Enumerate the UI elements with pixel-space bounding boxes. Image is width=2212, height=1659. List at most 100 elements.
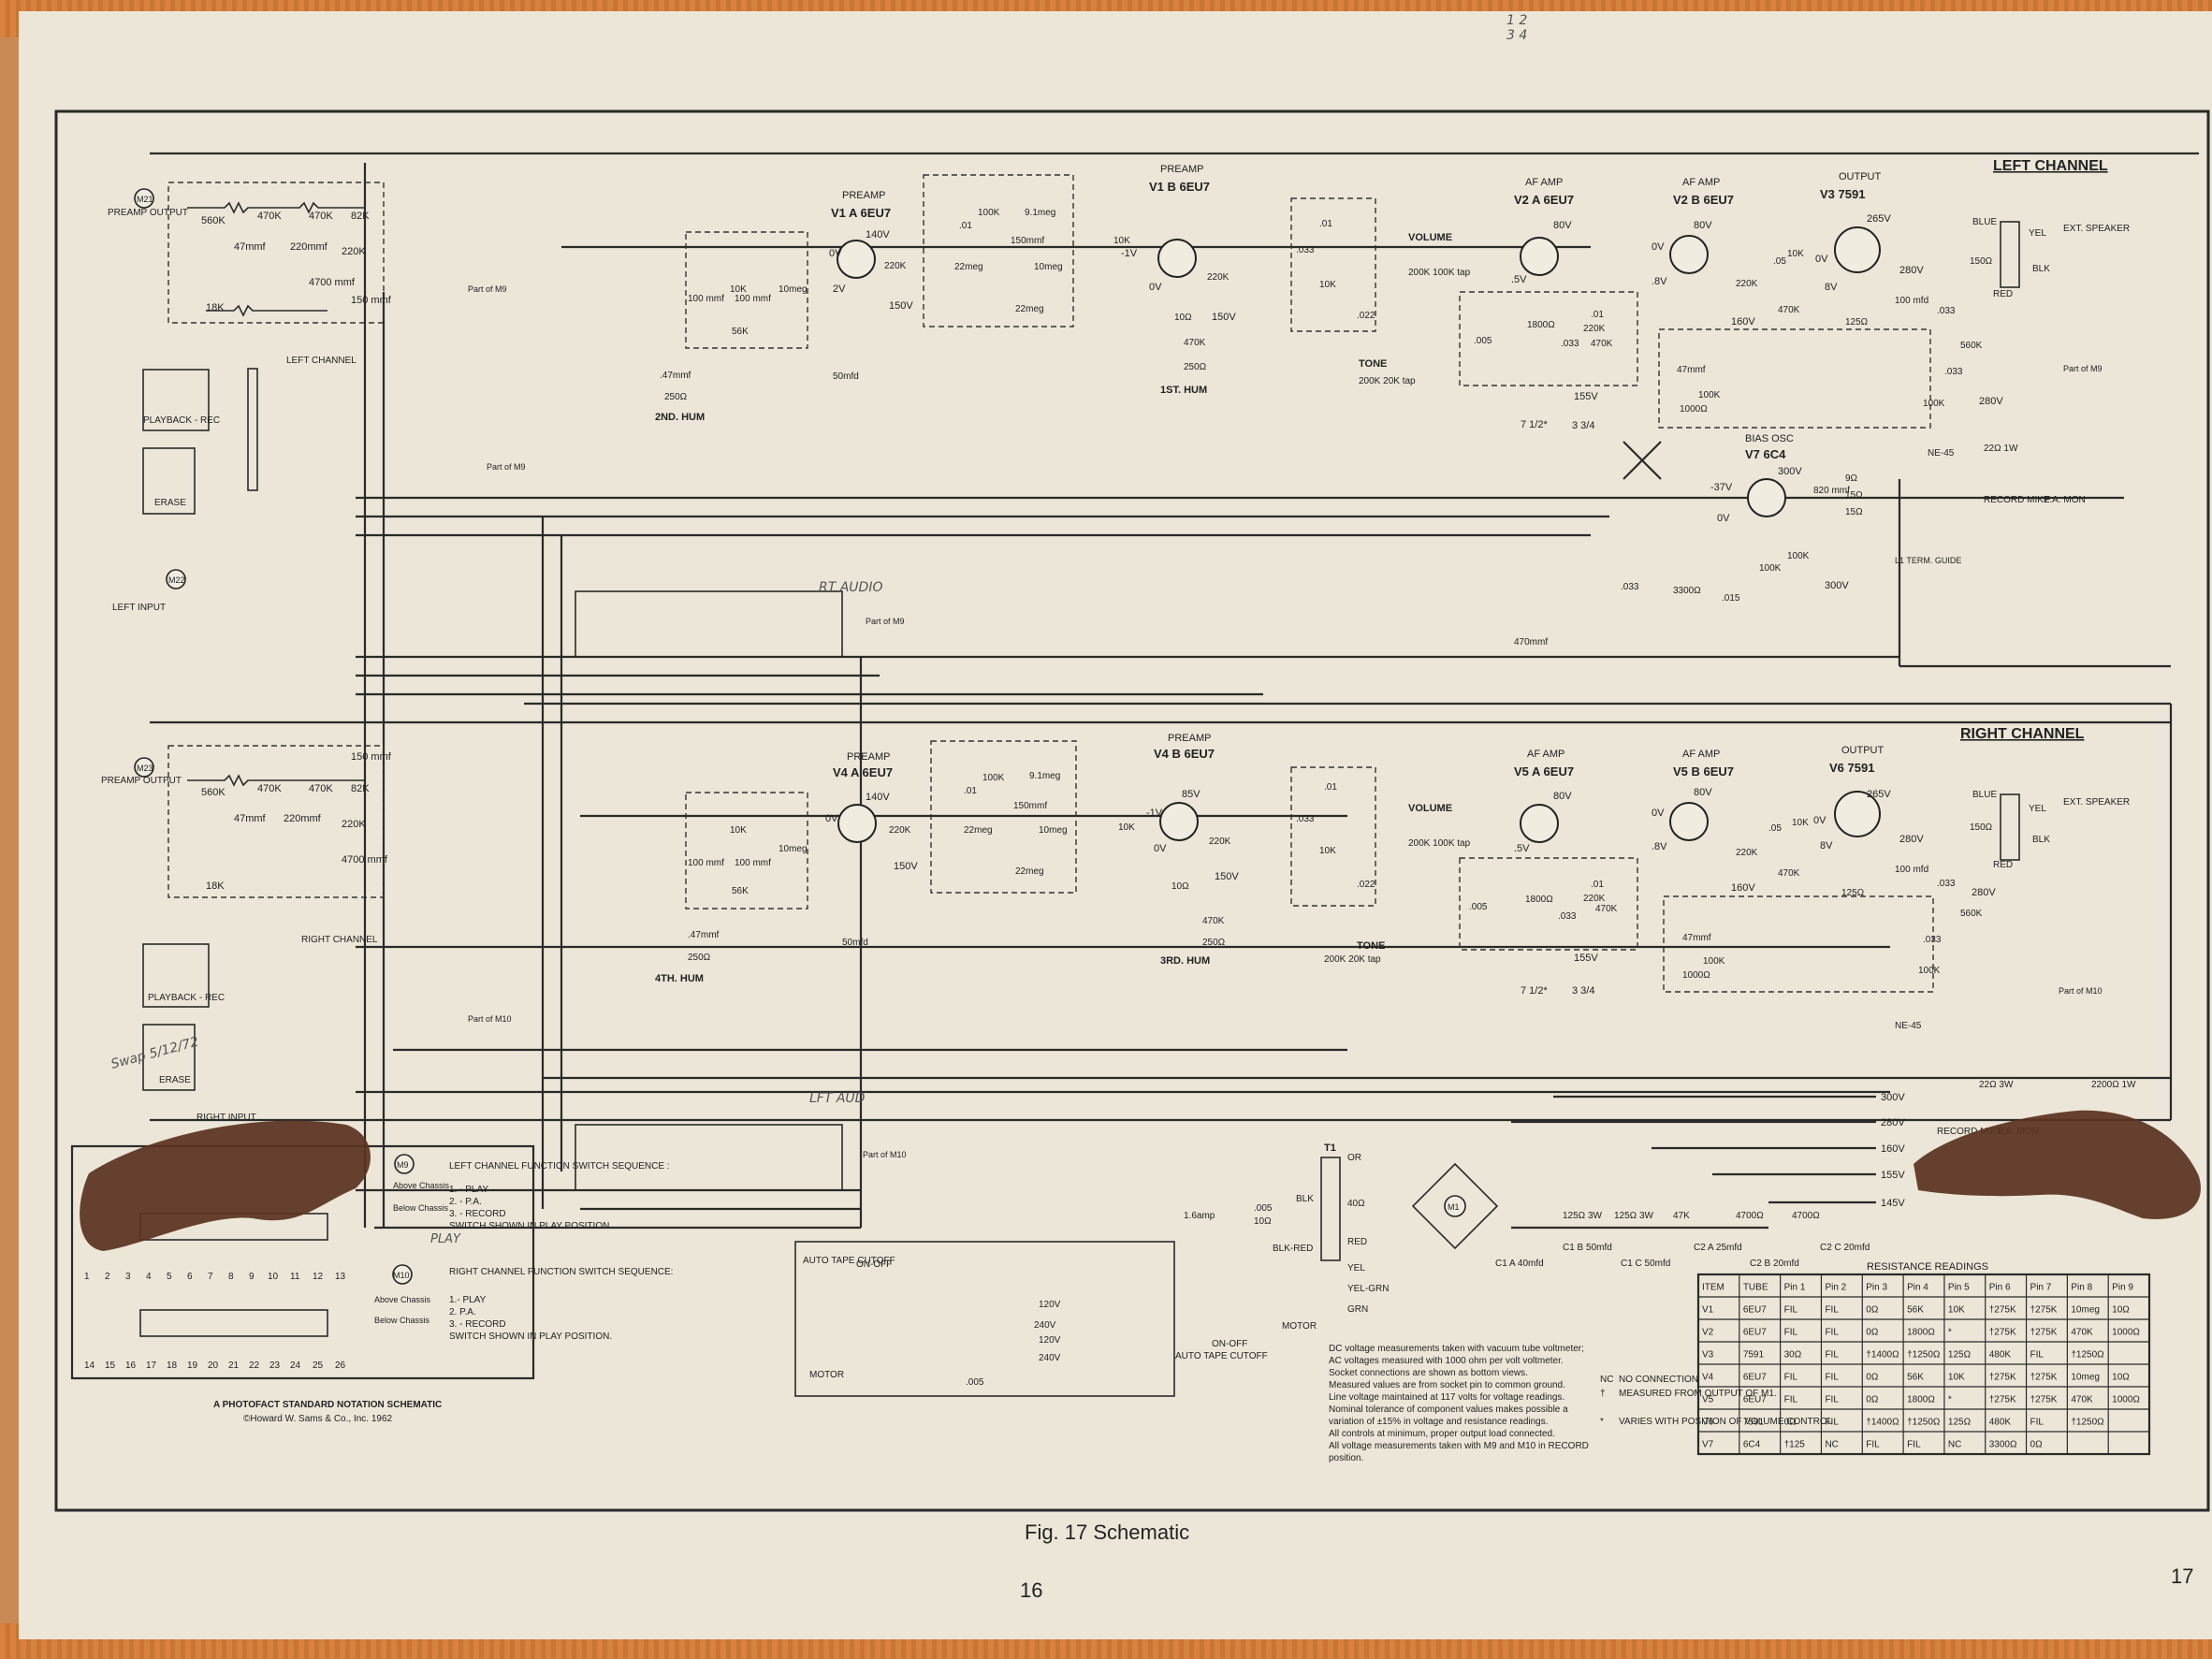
svg-text:150 mmf: 150 mmf: [351, 751, 392, 763]
table-cell: 0Ω: [1866, 1394, 1879, 1404]
svg-text:120V: 120V: [1039, 1300, 1061, 1310]
svg-text:Above Chassis: Above Chassis: [374, 1295, 431, 1304]
svg-text:24: 24: [290, 1361, 301, 1371]
svg-text:26: 26: [335, 1361, 346, 1371]
table-header-cell: Pin 2: [1825, 1282, 1846, 1292]
table-cell: FIL: [1825, 1304, 1839, 1315]
svg-text:0V: 0V: [1815, 254, 1828, 265]
table-cell: 10Ω: [2112, 1304, 2130, 1315]
table-cell: 10meg: [2071, 1372, 2100, 1382]
svg-text:7 1/2*: 7 1/2*: [1521, 985, 1548, 997]
page-number-right: 17: [2171, 1564, 2193, 1588]
switch-pin-numbers: 1 2 3 4 5 6 7 8 9 10 11 12 13 14 15 16 1…: [84, 1272, 346, 1371]
table-cell: V7: [1702, 1439, 1714, 1449]
right-channel-title: RIGHT CHANNEL: [1960, 726, 2085, 742]
svg-text:AF AMP: AF AMP: [1525, 177, 1563, 188]
svg-text:3RD. HUM: 3RD. HUM: [1160, 955, 1210, 967]
transformer-t1: T1: [1324, 1142, 1336, 1154]
svg-text:Socket connections are shown a: Socket connections are shown as bottom v…: [1329, 1368, 1528, 1378]
svg-text:AUTO TAPE CUTOFF: AUTO TAPE CUTOFF: [1175, 1351, 1268, 1361]
svg-text:1800Ω: 1800Ω: [1525, 895, 1553, 905]
table-cell: †275K: [2030, 1394, 2058, 1404]
table-cell: 7591: [1743, 1417, 1765, 1427]
svg-text:.005: .005: [1474, 336, 1492, 346]
rail-280v: 280V: [1881, 1117, 1905, 1128]
svg-text:150Ω: 150Ω: [1970, 822, 1993, 833]
svg-text:220K: 220K: [1207, 272, 1230, 283]
svg-text:100K: 100K: [1923, 399, 1945, 409]
left-input-label: LEFT INPUT: [112, 603, 166, 613]
table-header-cell: ITEM: [1702, 1282, 1724, 1292]
svg-text:1.- PLAY: 1.- PLAY: [449, 1295, 487, 1305]
svg-text:155V: 155V: [1574, 953, 1598, 964]
svg-text:155V: 155V: [1574, 391, 1598, 402]
left-channel: 560K 470K 470K 82K 47mmf 220mmf 220K 470…: [108, 164, 2130, 658]
svg-text:BIAS OSC: BIAS OSC: [1745, 433, 1794, 444]
svg-text:20: 20: [208, 1361, 219, 1371]
svg-text:100K: 100K: [1759, 563, 1782, 574]
table-cell: 0Ω: [1866, 1372, 1879, 1382]
svg-text:220K: 220K: [889, 825, 911, 836]
margin-note-2: 3 4: [1506, 28, 1527, 43]
table-cell: †275K: [2030, 1372, 2058, 1382]
svg-text:C1 B 50mfd: C1 B 50mfd: [1563, 1243, 1612, 1253]
coffee-stain-right: [1914, 1110, 2201, 1219]
svg-text:ERASE: ERASE: [154, 498, 186, 508]
svg-text:3. - RECORD: 3. - RECORD: [449, 1319, 506, 1330]
svg-text:0V: 0V: [825, 813, 838, 824]
svg-text:22meg: 22meg: [1015, 304, 1044, 314]
table-cell: 125Ω: [1948, 1349, 1972, 1360]
svg-text:.05: .05: [1773, 256, 1786, 267]
svg-text:-1V: -1V: [1121, 248, 1138, 259]
tube-v5a: V5 A 6EU7: [1514, 764, 1574, 779]
table-cell: 1800Ω: [1907, 1327, 1935, 1337]
note-play: PLAY: [430, 1232, 461, 1246]
svg-text:150V: 150V: [894, 861, 918, 872]
svg-text:©Howard W. Sams & Co., Inc. 19: ©Howard W. Sams & Co., Inc. 1962: [243, 1414, 393, 1424]
svg-text:12: 12: [313, 1272, 324, 1282]
svg-text:M1: M1: [1448, 1202, 1460, 1212]
svg-text:150mmf: 150mmf: [1011, 236, 1044, 246]
svg-text:560K: 560K: [201, 215, 226, 226]
svg-text:PREAMP: PREAMP: [842, 190, 885, 201]
right-channel: 560K 470K 470K 82K 47mmf 220mmf 220K 470…: [101, 733, 2136, 1191]
svg-text:560K: 560K: [201, 787, 226, 798]
table-cell: 10Ω: [2112, 1372, 2130, 1382]
svg-text:Above Chassis: Above Chassis: [393, 1181, 450, 1190]
svg-text:100 mfd: 100 mfd: [1895, 865, 1928, 875]
svg-text:Part of M9: Part of M9: [866, 617, 905, 626]
svg-text:265V: 265V: [1867, 789, 1891, 800]
svg-text:10K: 10K: [1118, 822, 1135, 833]
table-cell: FIL: [1825, 1349, 1839, 1360]
svg-text:C1 C 50mfd: C1 C 50mfd: [1621, 1259, 1670, 1269]
svg-text:22: 22: [249, 1361, 260, 1371]
table-cell: FIL: [1784, 1304, 1798, 1315]
notation-legend: NC NO CONNECTION † MEASURED FROM OUTPUT …: [1600, 1375, 1833, 1427]
svg-text:VOLUME: VOLUME: [1408, 803, 1452, 814]
svg-text:9.1meg: 9.1meg: [1029, 771, 1060, 781]
svg-text:470K: 470K: [309, 783, 333, 794]
right-ext-speaker-label: EXT. SPEAKER: [2063, 797, 2130, 808]
svg-text:10K: 10K: [1787, 249, 1804, 259]
svg-text:.005: .005: [1469, 902, 1488, 912]
table-cell: †125: [1784, 1439, 1806, 1449]
svg-text:.01: .01: [1591, 880, 1604, 890]
svg-text:.015: .015: [1722, 593, 1740, 604]
svg-text:25: 25: [313, 1361, 324, 1371]
svg-text:820 mmf: 820 mmf: [1813, 486, 1850, 496]
table-cell: 1800Ω: [1907, 1394, 1935, 1404]
svg-text:*: *: [1600, 1417, 1604, 1427]
svg-text:RIGHT CHANNEL FUNCTION SWITCH: RIGHT CHANNEL FUNCTION SWITCH SEQUENCE:: [449, 1267, 673, 1277]
svg-text:10meg: 10meg: [779, 284, 808, 295]
svg-text:.47mmf: .47mmf: [660, 371, 691, 381]
svg-text:.033: .033: [1944, 367, 1963, 377]
svg-text:125Ω 3W: 125Ω 3W: [1563, 1211, 1603, 1221]
svg-text:0V: 0V: [1652, 808, 1665, 819]
svg-text:15: 15: [105, 1361, 116, 1371]
svg-text:.005: .005: [1254, 1203, 1273, 1214]
svg-text:220mmf: 220mmf: [284, 813, 322, 824]
svg-text:50mfd: 50mfd: [833, 371, 859, 382]
svg-text:TONE: TONE: [1359, 358, 1387, 370]
table-cell: 125Ω: [1948, 1417, 1972, 1427]
svg-text:9: 9: [249, 1272, 255, 1282]
